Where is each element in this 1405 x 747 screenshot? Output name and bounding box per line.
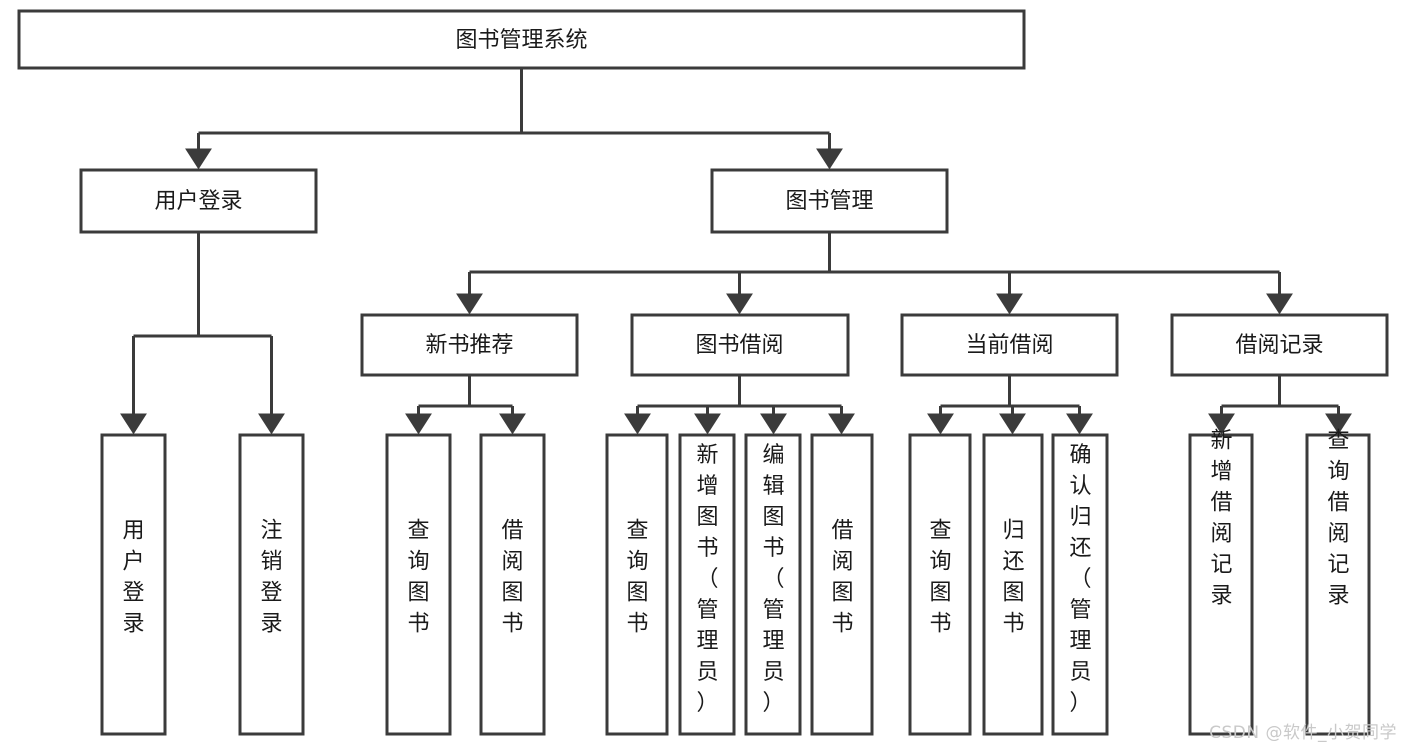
- leaf-node-query-book-current-box[interactable]: [908, 433, 972, 736]
- leaf-node-query-book-borrow-label: 查询图书: [626, 519, 648, 637]
- edge-group-root-to-level2: [185, 68, 843, 170]
- leaf-node-query-book-borrow-box[interactable]: [605, 433, 669, 736]
- edge-group-borrow-record-to-leaves: [1208, 375, 1352, 435]
- leaf-node-borrow-book-rec[interactable]: 借阅图书: [479, 433, 546, 736]
- node-book-management-label: 图书管理: [785, 189, 873, 214]
- leaf-node-add-book-admin-box[interactable]: [678, 433, 736, 736]
- leaf-node-user-login[interactable]: 用户登录: [100, 433, 167, 736]
- node-new-book-recommend-box[interactable]: [360, 313, 579, 377]
- node-borrow-record[interactable]: 借阅记录: [1170, 313, 1389, 377]
- leaf-node-add-borrow-record-box[interactable]: [1188, 433, 1254, 736]
- node-book-management-box[interactable]: [710, 168, 949, 234]
- leaf-node-return-book-label: 归还图书: [1002, 519, 1024, 637]
- leaf-node-edit-book-admin-box[interactable]: [744, 433, 802, 736]
- node-book-borrow-label: 图书借阅: [695, 333, 783, 358]
- leaf-node-edit-book-admin[interactable]: 编辑图书（管理员）: [744, 433, 802, 736]
- node-new-book-recommend-label: 新书推荐: [425, 333, 513, 358]
- leaf-node-borrow-book-rec-box[interactable]: [479, 433, 546, 736]
- leaf-node-query-borrow-record-label: 查询借阅记录: [1327, 429, 1349, 609]
- leaf-node-edit-book-admin-label: 编辑图书（管理员）: [762, 443, 784, 716]
- leaf-node-logout[interactable]: 注销登录: [238, 433, 305, 736]
- edge-group-current-borrow-to-leaves: [927, 375, 1093, 435]
- node-root-system-label: 图书管理系统: [455, 28, 587, 53]
- leaf-node-query-book-rec-box[interactable]: [385, 433, 452, 736]
- node-borrow-record-label: 借阅记录: [1235, 333, 1323, 358]
- leaf-node-confirm-return-admin[interactable]: 确认归还（管理员）: [1051, 433, 1109, 736]
- leaf-node-add-book-admin[interactable]: 新增图书（管理员）: [678, 433, 736, 736]
- node-new-book-recommend[interactable]: 新书推荐: [360, 313, 579, 377]
- node-user-login-box[interactable]: [79, 168, 318, 234]
- leaf-node-user-login-label: 用户登录: [122, 519, 144, 637]
- leaf-node-query-borrow-record[interactable]: 查询借阅记录: [1305, 429, 1371, 736]
- node-borrow-record-box[interactable]: [1170, 313, 1389, 377]
- node-root-system[interactable]: 图书管理系统: [17, 9, 1026, 70]
- leaf-node-query-book-current-label: 查询图书: [929, 519, 951, 637]
- node-book-management[interactable]: 图书管理: [710, 168, 949, 234]
- leaf-node-query-book-rec[interactable]: 查询图书: [385, 433, 452, 736]
- leaf-node-user-login-box[interactable]: [100, 433, 167, 736]
- leaf-node-query-book-borrow[interactable]: 查询图书: [605, 433, 669, 736]
- leaf-node-logout-box[interactable]: [238, 433, 305, 736]
- leaf-node-borrow-book-box[interactable]: [810, 433, 874, 736]
- leaf-node-borrow-book-rec-label: 借阅图书: [501, 519, 523, 637]
- leaf-node-add-borrow-record[interactable]: 新增借阅记录: [1188, 429, 1254, 736]
- leaf-node-logout-label: 注销登录: [260, 519, 282, 637]
- node-book-borrow-box[interactable]: [630, 313, 850, 377]
- node-book-borrow[interactable]: 图书借阅: [630, 313, 850, 377]
- leaf-node-borrow-book-label: 借阅图书: [831, 519, 853, 637]
- node-current-borrow-label: 当前借阅: [965, 333, 1053, 358]
- leaf-node-query-borrow-record-box[interactable]: [1305, 433, 1371, 736]
- node-current-borrow[interactable]: 当前借阅: [900, 313, 1119, 377]
- leaf-node-query-book-rec-label: 查询图书: [407, 519, 429, 637]
- leaf-node-add-book-admin-label: 新增图书（管理员）: [696, 443, 718, 716]
- node-user-login-label: 用户登录: [154, 189, 242, 214]
- leaf-node-borrow-book[interactable]: 借阅图书: [810, 433, 874, 736]
- edge-group-book-borrow-to-leaves: [624, 375, 855, 435]
- edge-group-book-mgmt-to-level3: [456, 232, 1293, 315]
- leaf-node-confirm-return-admin-box[interactable]: [1051, 433, 1109, 736]
- node-user-login[interactable]: 用户登录: [79, 168, 318, 234]
- edge-group-user-login-to-leaves: [120, 232, 285, 435]
- leaf-node-add-borrow-record-label: 新增借阅记录: [1210, 429, 1232, 609]
- leaf-node-confirm-return-admin-label: 确认归还（管理员）: [1069, 443, 1091, 716]
- leaf-node-return-book-box[interactable]: [982, 433, 1044, 736]
- edge-group-new-book-rec-to-leaves: [405, 375, 526, 435]
- node-current-borrow-box[interactable]: [900, 313, 1119, 377]
- leaf-node-return-book[interactable]: 归还图书: [982, 433, 1044, 736]
- leaf-node-query-book-current[interactable]: 查询图书: [908, 433, 972, 736]
- node-root-system-box[interactable]: [17, 9, 1026, 70]
